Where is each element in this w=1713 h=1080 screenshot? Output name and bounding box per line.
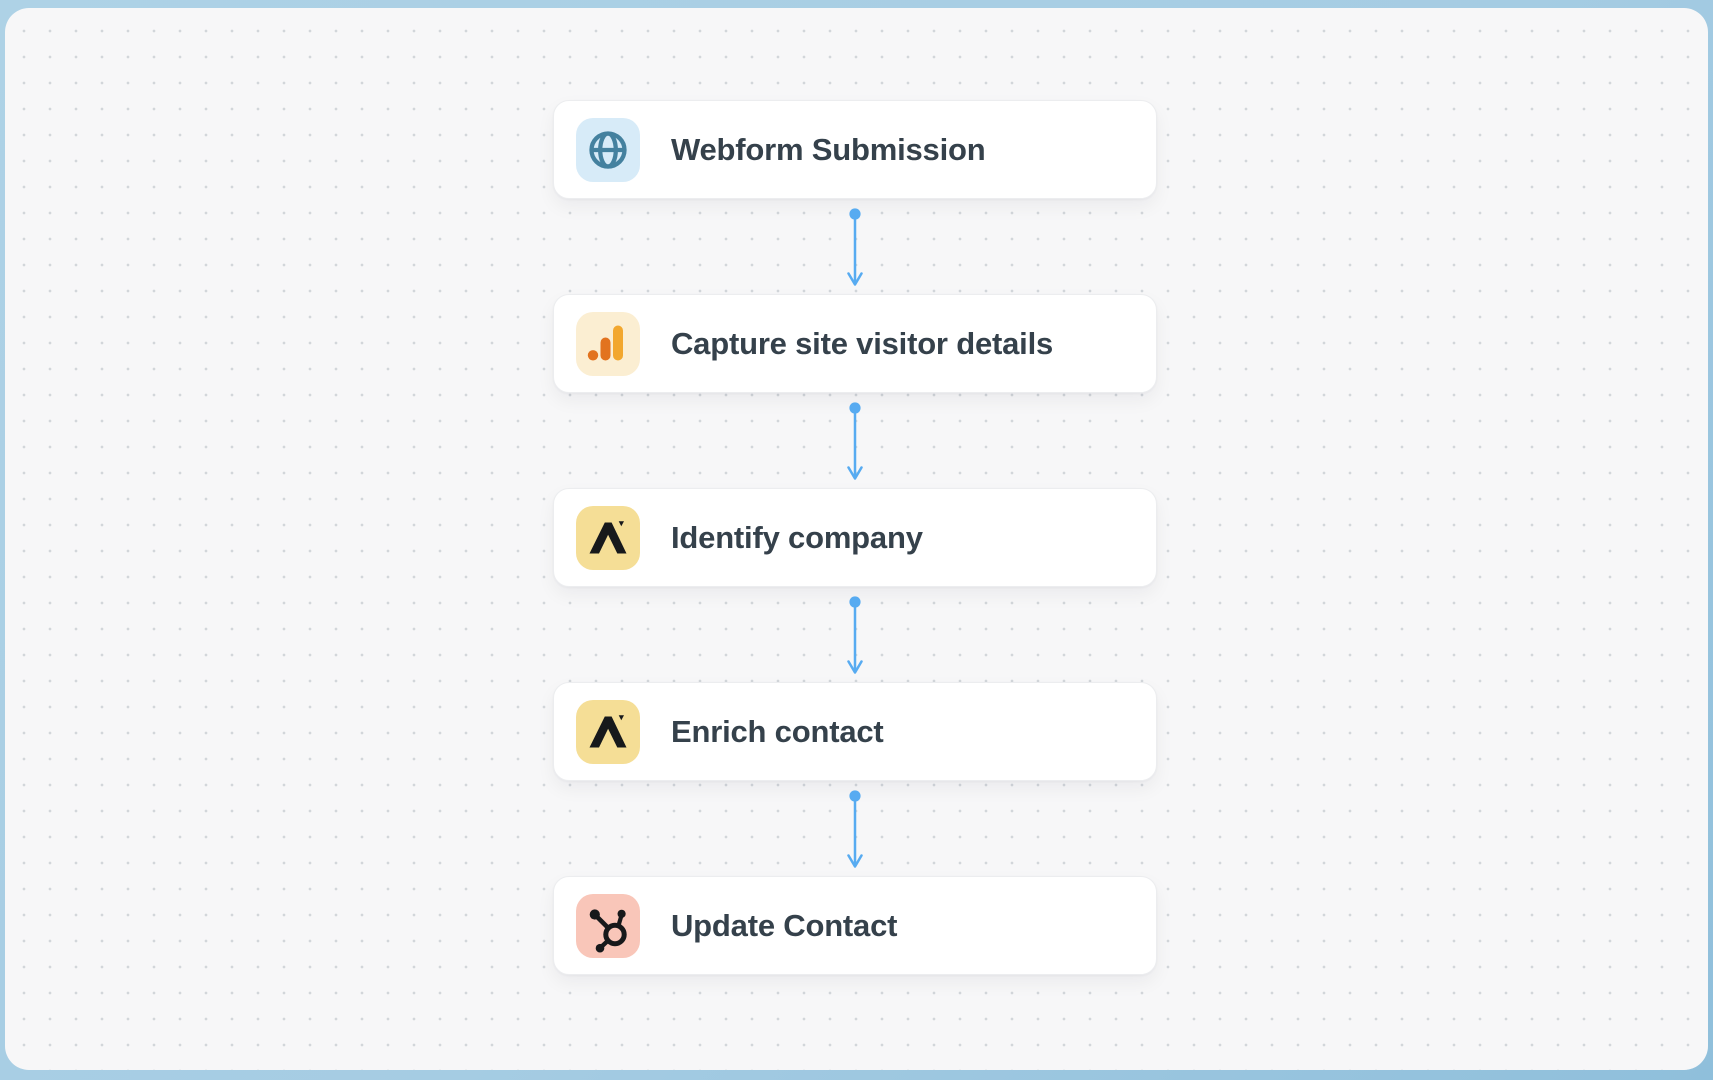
node-label: Webform Submission [671,131,986,167]
connector-arrow [553,781,1157,876]
analytics-bars-icon [576,311,640,376]
apollo-logo-icon [576,505,640,570]
connector-arrow [553,587,1157,682]
apollo-logo-icon [576,699,640,764]
hubspot-sprocket-icon [576,893,640,958]
workflow-node-update-contact[interactable]: Update Contact [553,876,1157,975]
globe-icon [576,117,640,182]
connector-arrow [553,199,1157,294]
workflow-node-enrich-contact[interactable]: Enrich contact [553,682,1157,781]
workflow-flow: Webform Submission Capture site visitor … [553,100,1157,975]
node-label: Update Contact [671,907,898,943]
workflow-node-capture-site-visitor-details[interactable]: Capture site visitor details [553,294,1157,393]
workflow-node-webform-submission[interactable]: Webform Submission [553,100,1157,199]
workflow-canvas[interactable]: Webform Submission Capture site visitor … [5,8,1708,1070]
workflow-node-identify-company[interactable]: Identify company [553,488,1157,587]
connector-arrow [553,393,1157,488]
node-label: Enrich contact [671,713,884,749]
node-label: Identify company [671,519,923,555]
node-label: Capture site visitor details [671,325,1054,361]
